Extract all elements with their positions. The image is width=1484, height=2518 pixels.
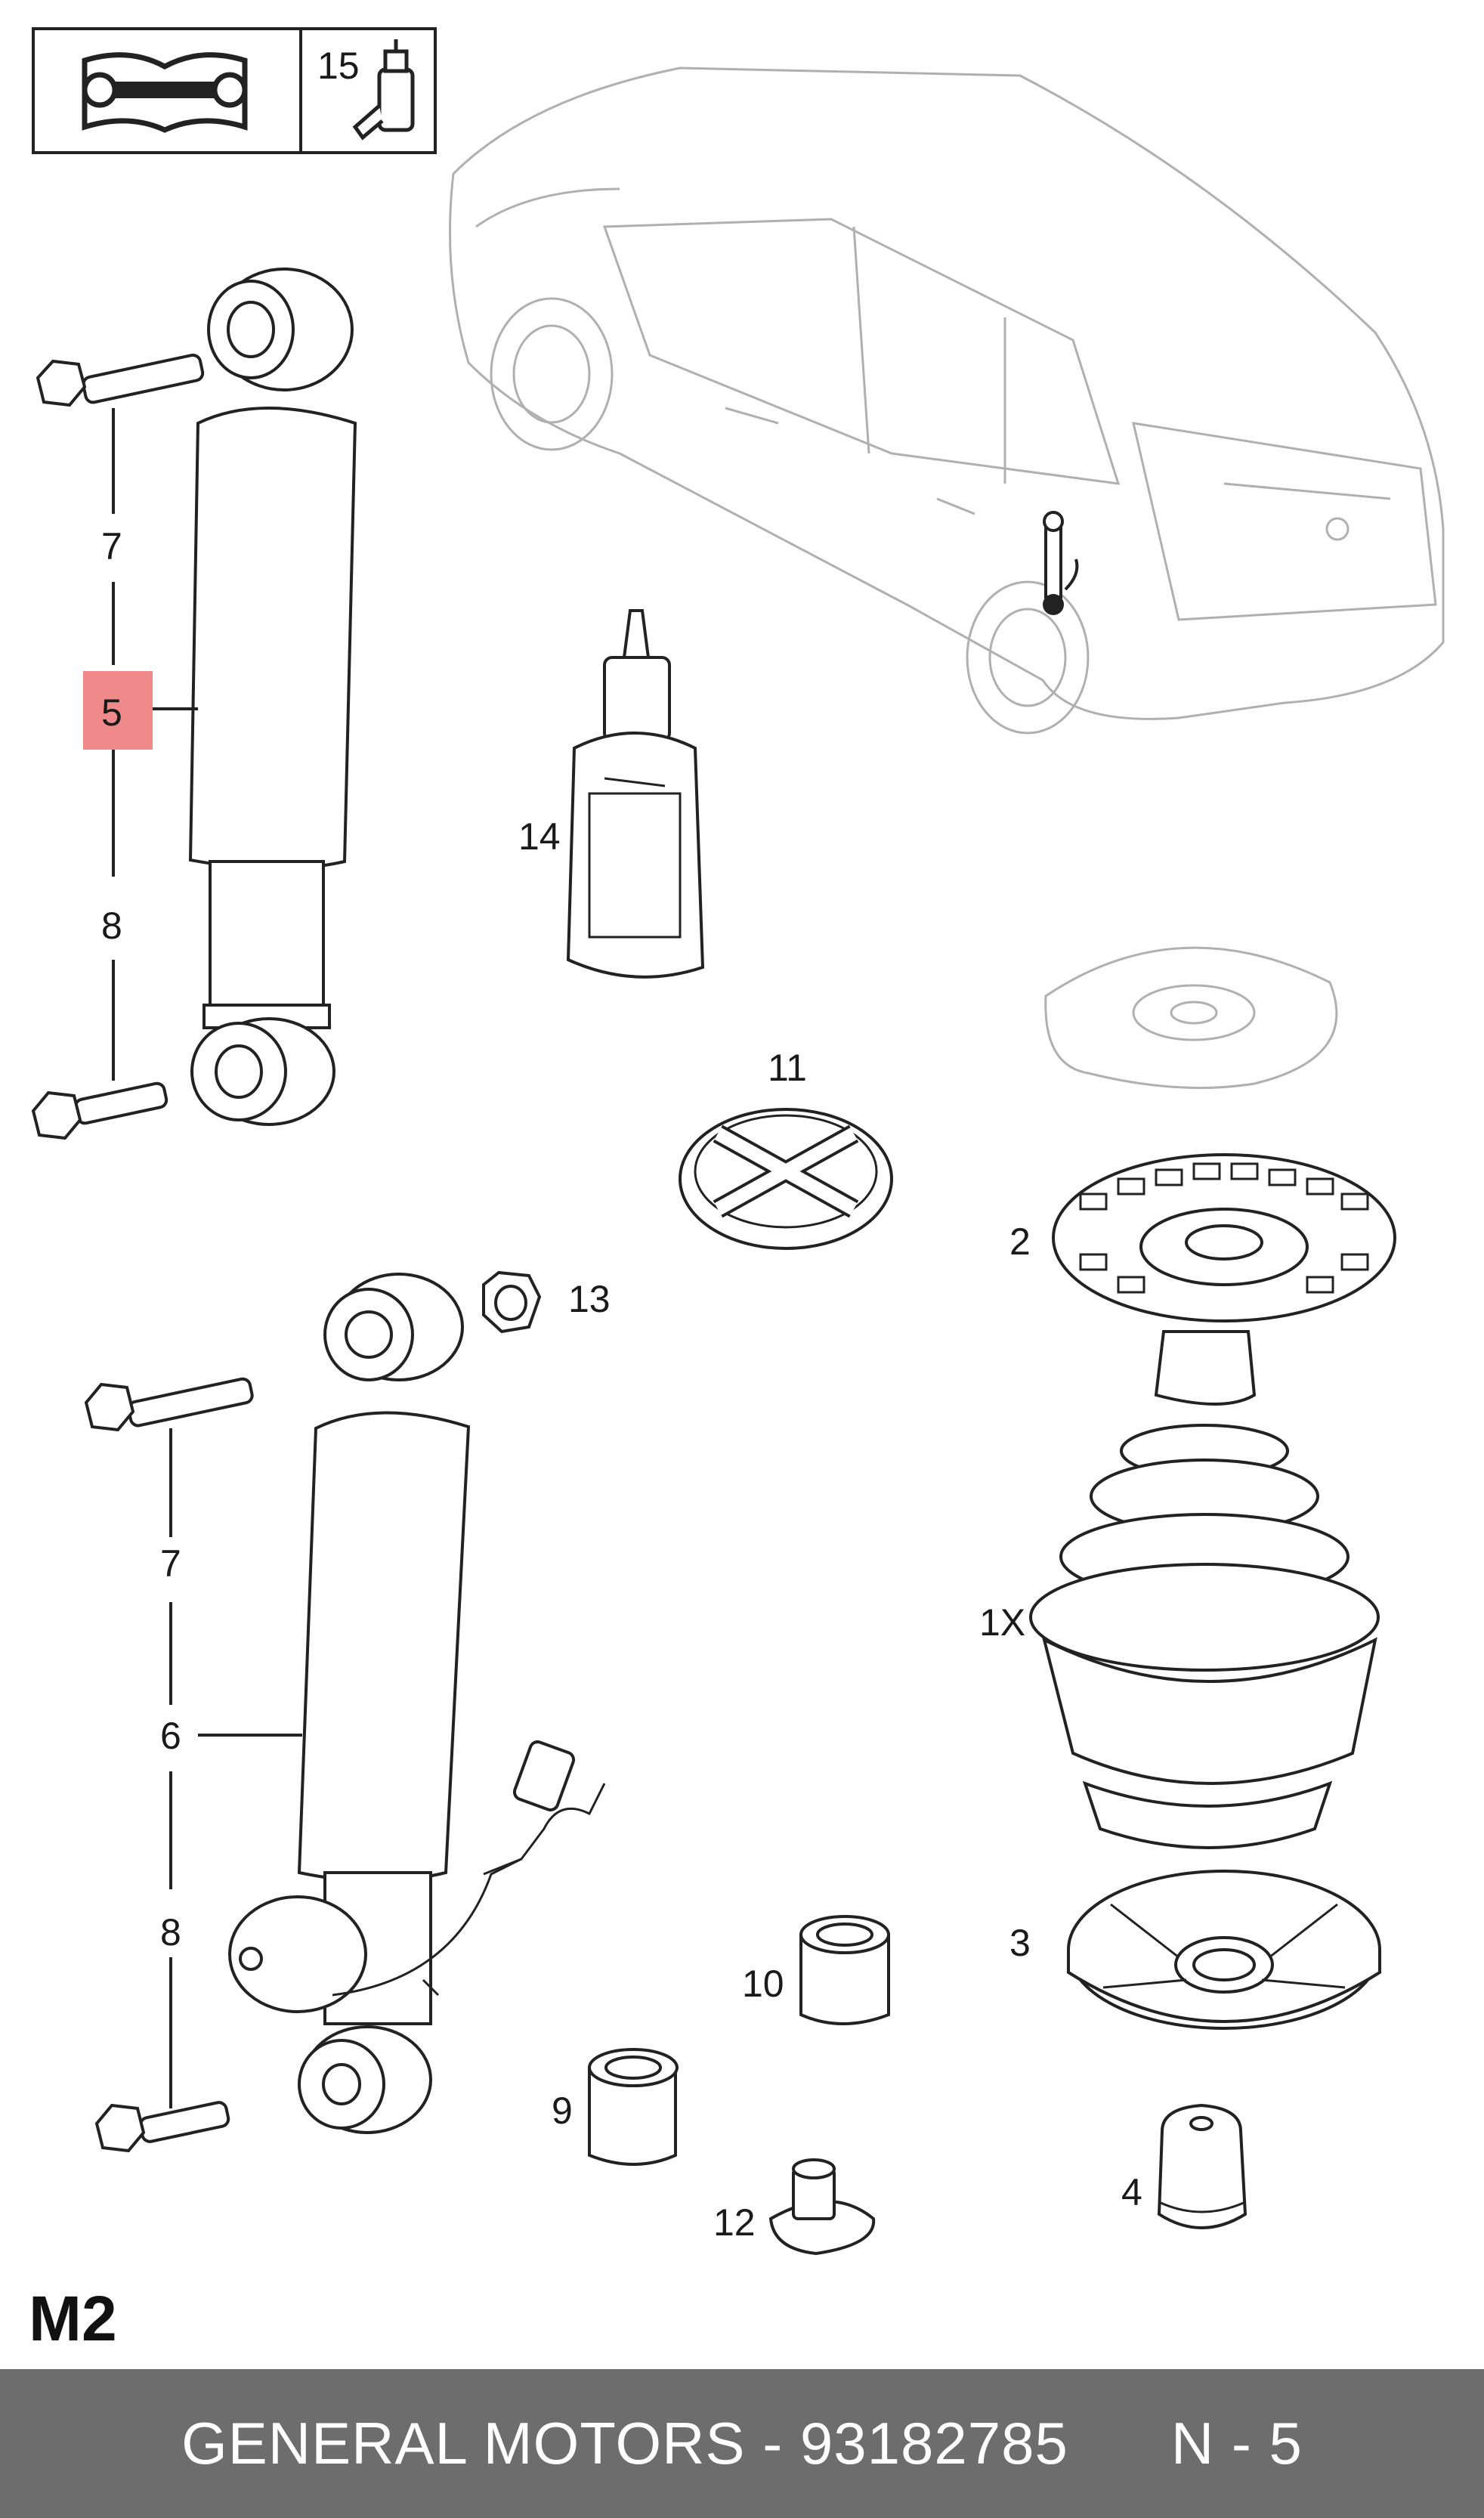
header-box: 15 [32, 27, 437, 154]
callout-6: 6 [160, 1715, 181, 1757]
callout-11: 11 [768, 1047, 807, 1089]
bushing-10 [799, 1915, 890, 2025]
highlight-box [83, 671, 153, 750]
callout-7-upper: 7 [101, 525, 122, 568]
callout-12: 12 [713, 2201, 756, 2244]
shock-absorber-lower [228, 1273, 606, 2134]
wrench-book-icon [82, 52, 248, 133]
footer-text: GENERAL MOTORS - 93182785 N - 5 [181, 2410, 1303, 2476]
callout-4: 4 [1121, 2171, 1142, 2213]
spring-seat-lower [1067, 1870, 1381, 2030]
page-code: M2 [29, 2283, 117, 2354]
callout-13: 13 [568, 1278, 611, 1320]
coil-spring [1029, 1424, 1380, 1849]
grease-bottle [566, 609, 705, 979]
spring-seat-upper [1052, 1153, 1396, 1406]
bump-stop [1157, 2103, 1247, 2229]
bolt-lower-top [84, 1377, 254, 1432]
bolt-upper-bottom [31, 1081, 168, 1140]
vehicle-illustration [449, 67, 1445, 735]
callout-3: 3 [1009, 1922, 1031, 1964]
grease-ref-label: 15 [317, 45, 360, 87]
shock-location-marker [1043, 511, 1079, 615]
callout-10: 10 [742, 1963, 784, 2005]
spring-pad-gray [1044, 946, 1338, 1090]
footer-bar: GENERAL MOTORS - 93182785 N - 5 [0, 2369, 1484, 2518]
callout-1x: 1X [979, 1601, 1025, 1644]
nut-13 [482, 1270, 542, 1334]
bolt-lower-bottom [94, 2101, 230, 2153]
callout-14: 14 [518, 815, 561, 858]
grease-cartridge-icon [352, 39, 415, 141]
callout-2: 2 [1009, 1220, 1031, 1263]
callout-8-lower: 8 [160, 1911, 181, 1953]
callout-7-lower: 7 [160, 1542, 181, 1585]
callout-9: 9 [552, 2090, 573, 2132]
cap-cover [679, 1108, 893, 1250]
callout-5: 5 [101, 691, 122, 734]
shock-absorber-upper [188, 268, 357, 1126]
clip-12 [768, 2158, 876, 2256]
bolt-upper-top [36, 353, 205, 407]
bushing-9 [588, 2048, 679, 2166]
callout-8-upper: 8 [101, 905, 122, 947]
